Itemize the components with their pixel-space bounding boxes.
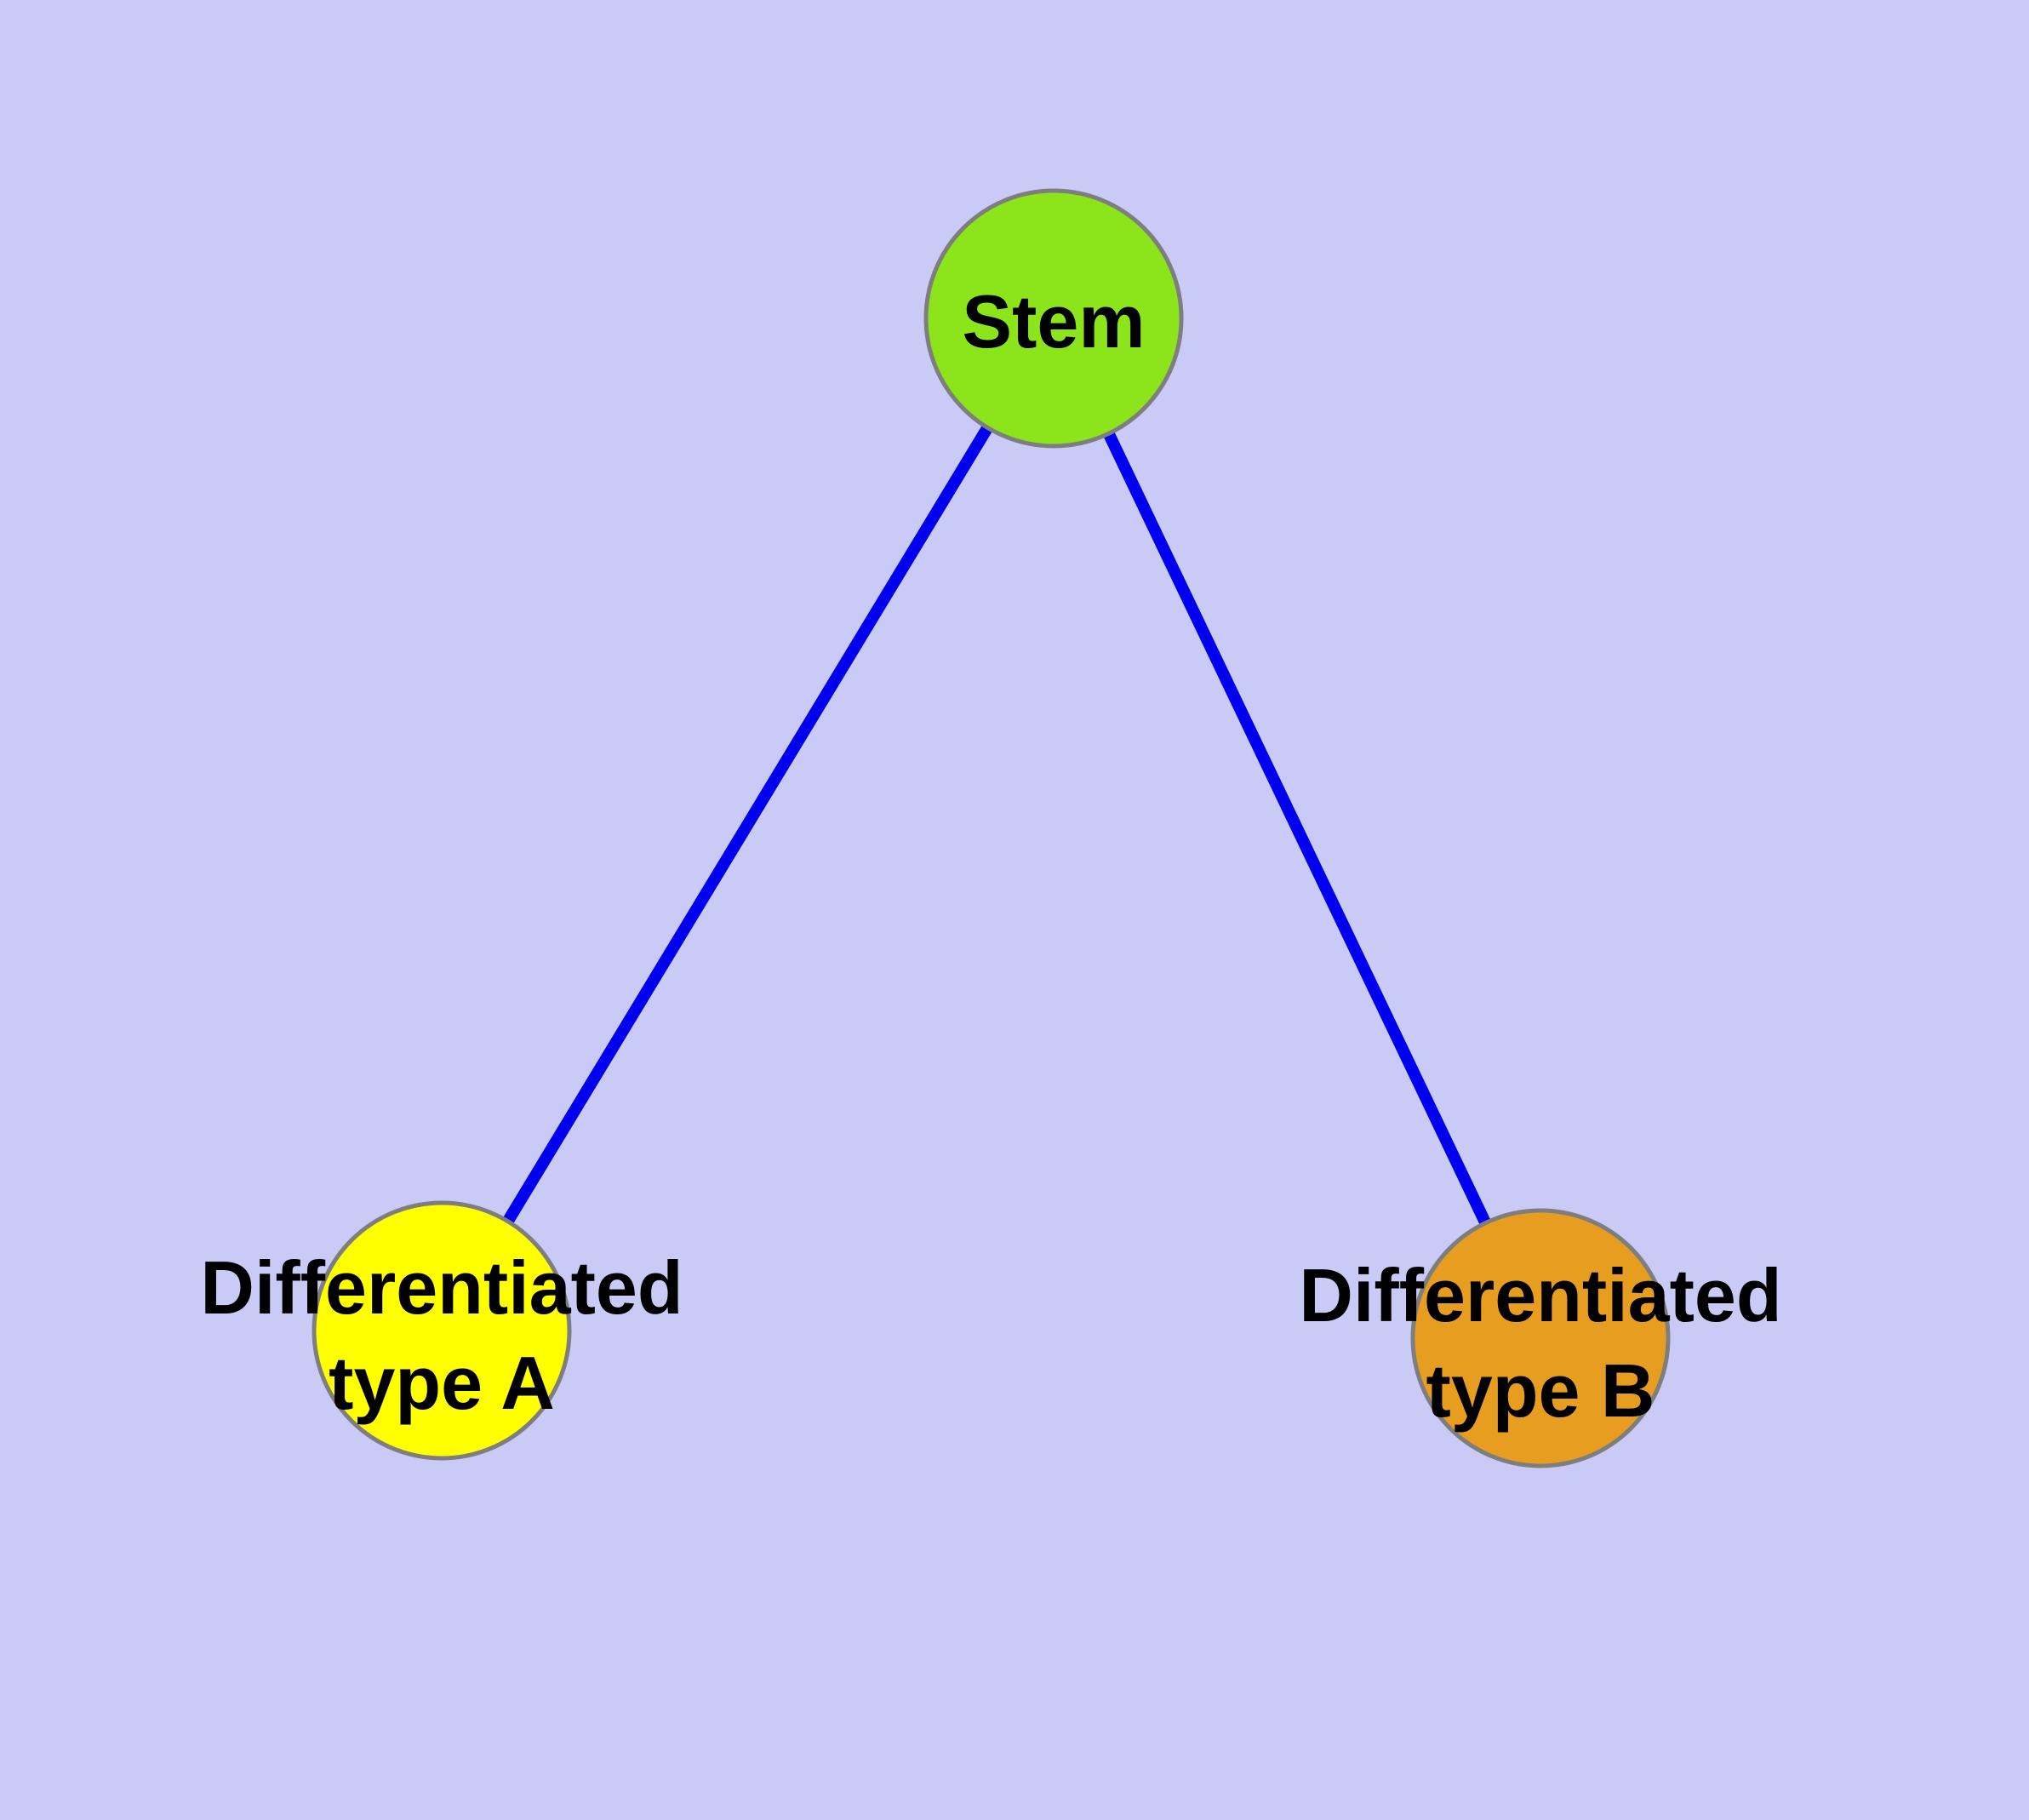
- node-type-a-label-line-2: type A: [329, 1341, 555, 1425]
- node-type-b-label-line-2: type B: [1426, 1348, 1655, 1433]
- node-type-a-circle: [311, 1200, 572, 1461]
- node-type-b-circle: [1410, 1208, 1671, 1468]
- node-type-a-label-line-1: Differentiated: [200, 1245, 683, 1330]
- edge-stem-to-type-b: [1048, 315, 1546, 1342]
- node-stem-circle: [923, 188, 1184, 449]
- node-type-b-label-line-1: Differentiated: [1299, 1253, 1781, 1337]
- node-stem-label: Stem: [962, 279, 1145, 363]
- edge-stem-to-type-a: [437, 315, 1059, 1334]
